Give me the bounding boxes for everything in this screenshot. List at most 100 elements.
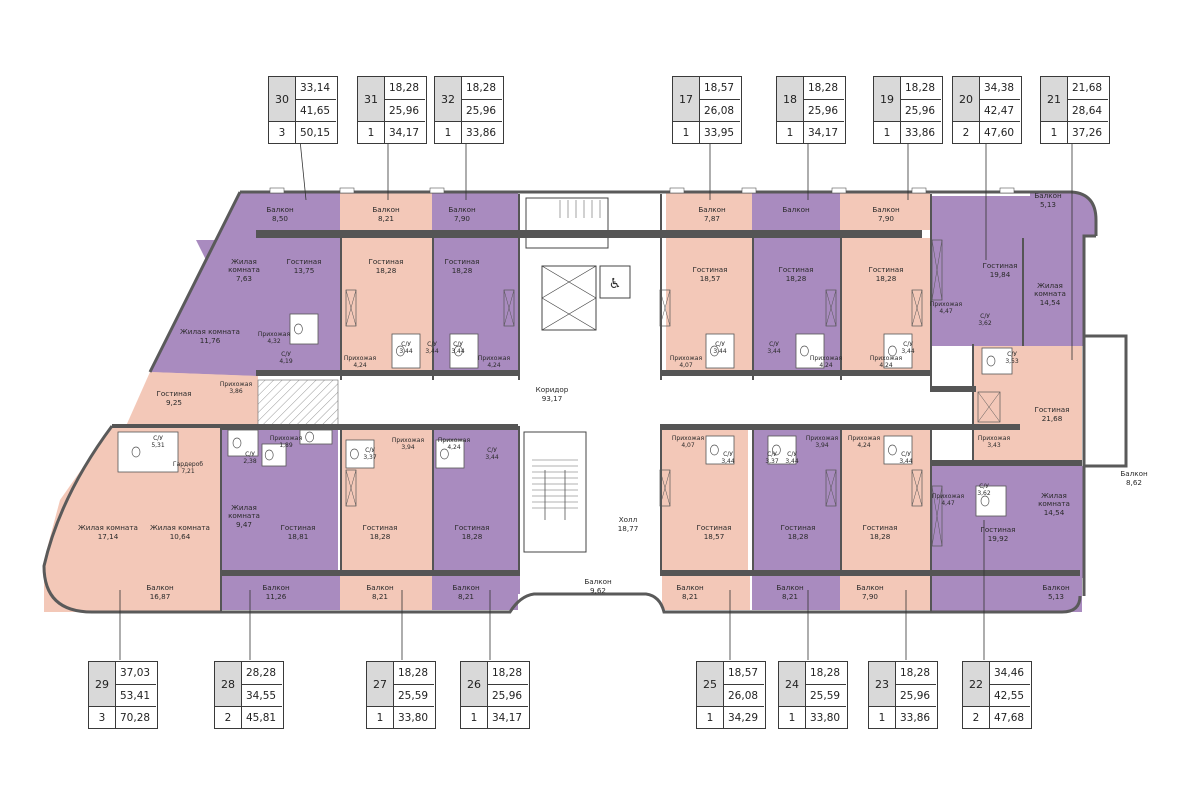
apartment-area: 26,08	[700, 99, 740, 121]
apartment-area: 25,96	[901, 99, 941, 121]
room-label-name: Балкон	[584, 577, 612, 586]
room-label-area: 4,07	[681, 442, 695, 449]
kitchen-unit-cross	[931, 239, 943, 301]
room-label-name: Гостиная	[980, 525, 1015, 534]
apartment-number: 21	[1041, 77, 1068, 121]
room-fill	[930, 466, 1084, 578]
kitchen-unit-cross	[911, 289, 923, 327]
interior-wall	[518, 426, 520, 576]
room-fill	[432, 192, 518, 230]
room-label-area: 3,44	[399, 348, 413, 355]
interior-wall	[432, 426, 434, 576]
room-label-area: 18,28	[788, 532, 809, 541]
interior-wall	[752, 426, 754, 576]
room-count: 1	[673, 121, 700, 144]
apartment-area: 25,59	[806, 684, 846, 706]
room-fill	[932, 578, 1012, 612]
outer-wall	[220, 592, 1082, 614]
room-label-name: С/У	[427, 341, 437, 348]
elevator-cross	[541, 265, 597, 331]
total-area: 47,68	[990, 706, 1030, 728]
living-area: 18,28	[389, 82, 420, 94]
room-label-name: С/У	[769, 341, 779, 348]
room-label-name: Коридор	[536, 385, 569, 394]
apartment-number: 19	[874, 77, 901, 121]
room-label-area: 3,37	[363, 454, 377, 461]
room-count: 1	[367, 706, 394, 729]
fixtures: ♿	[117, 197, 1013, 553]
interior-wall	[340, 230, 342, 380]
room-label-name: Прихожая	[848, 435, 881, 442]
room-label-area: 19,84	[990, 270, 1011, 279]
window	[741, 187, 757, 194]
interior-wall	[932, 460, 1082, 466]
apartment-number: 17	[673, 77, 700, 121]
room-fill	[1084, 336, 1126, 466]
window	[911, 187, 927, 194]
room-label-name: Балкон	[1042, 583, 1070, 592]
room-label-name: Балкон	[856, 583, 884, 592]
room-label-area: 7,90	[878, 214, 894, 223]
total-area: 47,60	[980, 121, 1020, 143]
toilet-icon	[888, 345, 897, 357]
room-label-name: С/У	[453, 341, 463, 348]
toilet-icon	[396, 345, 405, 357]
total-area: 34,29	[724, 706, 764, 728]
toilet-icon	[264, 449, 274, 461]
room-label-area: 8,21	[458, 592, 474, 601]
apartment-number: 28	[215, 662, 242, 706]
apartment-number: 29	[89, 662, 116, 706]
room-fill	[518, 594, 662, 610]
room-label-name: Гостиная	[454, 523, 489, 532]
total-area: 45,81	[242, 706, 282, 728]
room-fill	[220, 574, 340, 610]
room-fill	[1022, 236, 1084, 346]
room-label-area: 8,21	[378, 214, 394, 223]
apartment-number: 32	[435, 77, 462, 121]
room-count: 2	[963, 706, 990, 729]
leader-line	[299, 139, 307, 201]
room-count: 1	[435, 121, 462, 144]
hatched-area	[257, 379, 339, 427]
room-label-area: 3,44	[713, 348, 727, 355]
window	[269, 187, 285, 194]
room-label-area: 18,28	[462, 532, 483, 541]
kitchen-unit	[825, 469, 837, 507]
living-area: 18,28	[808, 82, 839, 94]
room-label-area: 4,24	[487, 362, 501, 369]
room-label-area: 7,87	[704, 214, 720, 223]
kitchen-unit	[345, 469, 357, 507]
staircase-bottom	[523, 431, 587, 553]
apartment-number: 20	[953, 77, 980, 121]
room-label-name: С/У	[281, 351, 291, 358]
room-fill	[840, 192, 930, 230]
toilet-icon	[710, 444, 719, 456]
outer-wall	[42, 425, 220, 614]
room-label-area: 19,92	[988, 534, 1009, 543]
apartment-number: 30	[269, 77, 296, 121]
room-label-area: 3,44	[485, 454, 499, 461]
bathroom-fixture	[289, 313, 319, 345]
room-count: 1	[869, 706, 896, 729]
